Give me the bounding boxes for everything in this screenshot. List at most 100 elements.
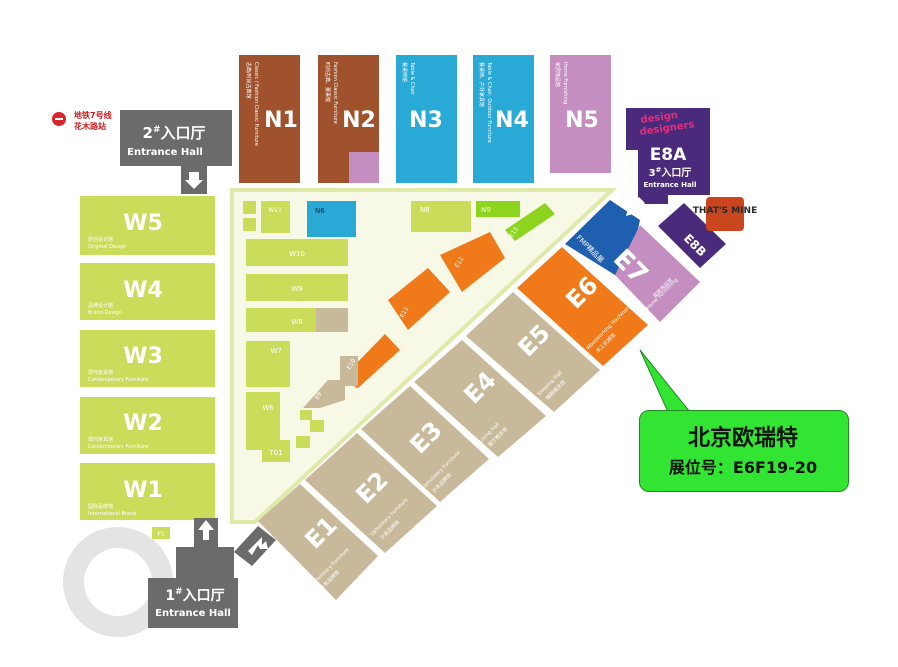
svg-text:1#入口厅: 1#入口厅 [165, 587, 224, 604]
hall-e11[interactable]: E11 [388, 268, 450, 330]
hall-n2[interactable]: N2 时尚古典、董事馆 Fashion Classic Furniture [318, 55, 379, 183]
hall-e12[interactable]: E12 [440, 232, 505, 292]
hall-t01-label: T01 [268, 449, 282, 457]
hall-w7-label: W7 [270, 347, 281, 355]
hall-w9[interactable]: W9 [246, 274, 348, 301]
hall-n4[interactable]: N4 餐桌椅、户外家具馆 Table & Chair, Outdoor Furn… [473, 55, 534, 183]
hall-w2-cn: 现代家具馆 [88, 436, 113, 443]
hall-w6-label: W6 [262, 404, 274, 412]
hall-n3-cn: 餐桌椅馆 [401, 62, 408, 82]
entrance-2-en: Entrance Hall [127, 147, 203, 158]
round-plaza-inner [84, 548, 152, 616]
hall-n5[interactable]: N5 家居饰品馆 Home Furnishing [550, 55, 611, 173]
hall-n2-label: N2 [342, 108, 376, 133]
small-booth-3 [296, 436, 310, 448]
hall-n9[interactable]: N9 [476, 201, 520, 217]
hall-w5-en: Original Design [88, 244, 126, 250]
exhibitor-name: 北京欧瑞特 [687, 426, 798, 451]
hall-w2[interactable]: W2 现代家具馆 Contemporary Furniture [80, 397, 215, 454]
entrance-2-sup: # [153, 125, 161, 135]
hall-e8a[interactable]: design designers E8A 3#入口厅 Entrance Hall [626, 108, 710, 204]
booth-callout-box [639, 410, 849, 492]
hall-e4[interactable]: E4 客厅概念馆 Living Hall [414, 340, 546, 457]
hall-e2[interactable]: E2 沙发品牌馆 Upholstery Furniture [305, 433, 437, 553]
hall-w5-cn: 原创设计馆 [88, 236, 113, 243]
entrance-1[interactable]: 1#入口厅 Entrance Hall [148, 547, 238, 628]
hall-f5-label: F5 [157, 531, 164, 538]
hall-e1[interactable]: E1 沙发品牌馆 Upholstery Furniture [258, 484, 378, 600]
hall-e3[interactable]: E3 沙发品牌馆 Upholstery Furniture [361, 386, 489, 502]
entrance-1-en: Entrance Hall [155, 608, 231, 619]
design-logo-line1: design [640, 110, 679, 126]
hall-w5[interactable]: W5 原创设计馆 Original Design [80, 196, 215, 255]
hall-t01[interactable]: T01 [262, 440, 290, 462]
hall-n3-label: N3 [409, 108, 443, 133]
entrance-1-sup: # [175, 587, 183, 597]
hall-w1[interactable]: W1 国际品牌馆 International Brand [80, 463, 215, 520]
hall-e10[interactable]: E10 [340, 334, 400, 388]
hall-w7[interactable]: W7 [246, 341, 290, 387]
hall-w1-label: W1 [123, 478, 163, 503]
entrance-1-arrow-up-icon [198, 520, 214, 540]
entrance-1-cn: 入口厅 [183, 588, 225, 604]
thats-mine-label: THAT'S MINE [693, 206, 757, 216]
metro-icon [52, 112, 66, 126]
entrance-1-number: 1 [165, 588, 175, 604]
hall-w3[interactable]: W3 现代家具馆 Contemporary Furniture [80, 330, 215, 387]
hall-n8-label: N8 [420, 206, 430, 214]
hall-n1-en: Classic / Fashion Classic Furniture [253, 62, 259, 146]
hall-n8[interactable]: N8 [411, 201, 471, 232]
metro-station-name: 花木路站 [74, 122, 106, 131]
hall-w2-label: W2 [123, 411, 163, 436]
hall-e5[interactable]: E5 睡眠概念馆 Sleeping Hall [466, 292, 600, 412]
hall-w2-en: Contemporary Furniture [88, 444, 148, 450]
hall-w11-label: W11 [268, 207, 282, 214]
hall-e8a-label: E8A [650, 145, 687, 165]
hall-n3-en: Table & Chair [409, 61, 415, 96]
hall-w4[interactable]: W4 品牌设计馆 Brand Design [80, 263, 215, 320]
hall-n1-label: N1 [264, 108, 298, 133]
hall-w1-en: International Brand [88, 511, 136, 517]
hall-e9[interactable]: E9 [303, 380, 345, 408]
small-booth-4 [310, 420, 324, 432]
small-booth-1 [243, 201, 256, 214]
hall-w10[interactable]: W10 [246, 239, 348, 266]
hall-w1-cn: 国际品牌馆 [88, 503, 113, 510]
hall-w3-en: Contemporary Furniture [88, 377, 148, 383]
hall-n6[interactable]: N6 [307, 201, 356, 237]
entrance-3-cn: 入口厅 [661, 167, 691, 179]
metro-station[interactable]: 地铁7号线 花木路站 [52, 108, 152, 148]
hall-f5[interactable]: F5 [152, 527, 170, 539]
hall-w4-label: W4 [123, 278, 163, 303]
hall-e11-label: E11 [399, 305, 411, 319]
entrance-2-arrow-icon [185, 172, 203, 189]
hall-e6[interactable]: E6 木工机械馆 Woodworking Machinery [517, 247, 648, 366]
entrance-1-arrow-diag-icon [248, 537, 268, 555]
hall-n1[interactable]: N1 古典/时尚古典馆 Classic / Fashion Classic Fu… [239, 55, 300, 183]
svg-text:3#入口厅: 3#入口厅 [649, 166, 692, 179]
callout-pointer [639, 349, 692, 413]
hall-w4-en: Brand Design [88, 310, 122, 316]
entrance-3-en: Entrance Hall [644, 181, 697, 189]
hall-e12-label: E12 [454, 255, 466, 269]
hall-n5-label: N5 [565, 108, 599, 133]
hall-w8[interactable]: W8 [246, 308, 348, 332]
booth-number: 展位号：E6F19-20 [668, 458, 818, 477]
entrance-2-cn: 入口厅 [160, 124, 205, 142]
hall-n4-label: N4 [495, 108, 529, 133]
hall-e9-label: E9 [314, 391, 324, 401]
svg-text:2#入口厅: 2#入口厅 [143, 124, 206, 142]
metro-line: 地铁7号线 [74, 111, 112, 120]
hall-e15[interactable]: E15 [505, 203, 555, 241]
hall-e7-fmp[interactable]: FMP精品展 E7 家居饰品馆 Home Furnishing [565, 200, 700, 322]
hall-w4-cn: 品牌设计馆 [88, 302, 113, 309]
hall-n6-label: N6 [315, 207, 325, 215]
hall-n5-cn: 家居饰品馆 [554, 62, 561, 87]
booth-callout: 北京欧瑞特 展位号：E6F19-20 [639, 410, 849, 492]
hall-w10-label: W10 [289, 250, 305, 258]
hall-n3[interactable]: N3 餐桌椅馆 Table & Chair [396, 55, 457, 183]
hall-w11[interactable]: W11 [261, 201, 290, 233]
hall-n2-annex [349, 152, 379, 183]
entrance-2[interactable]: 2#入口厅 Entrance Hall [120, 110, 232, 166]
